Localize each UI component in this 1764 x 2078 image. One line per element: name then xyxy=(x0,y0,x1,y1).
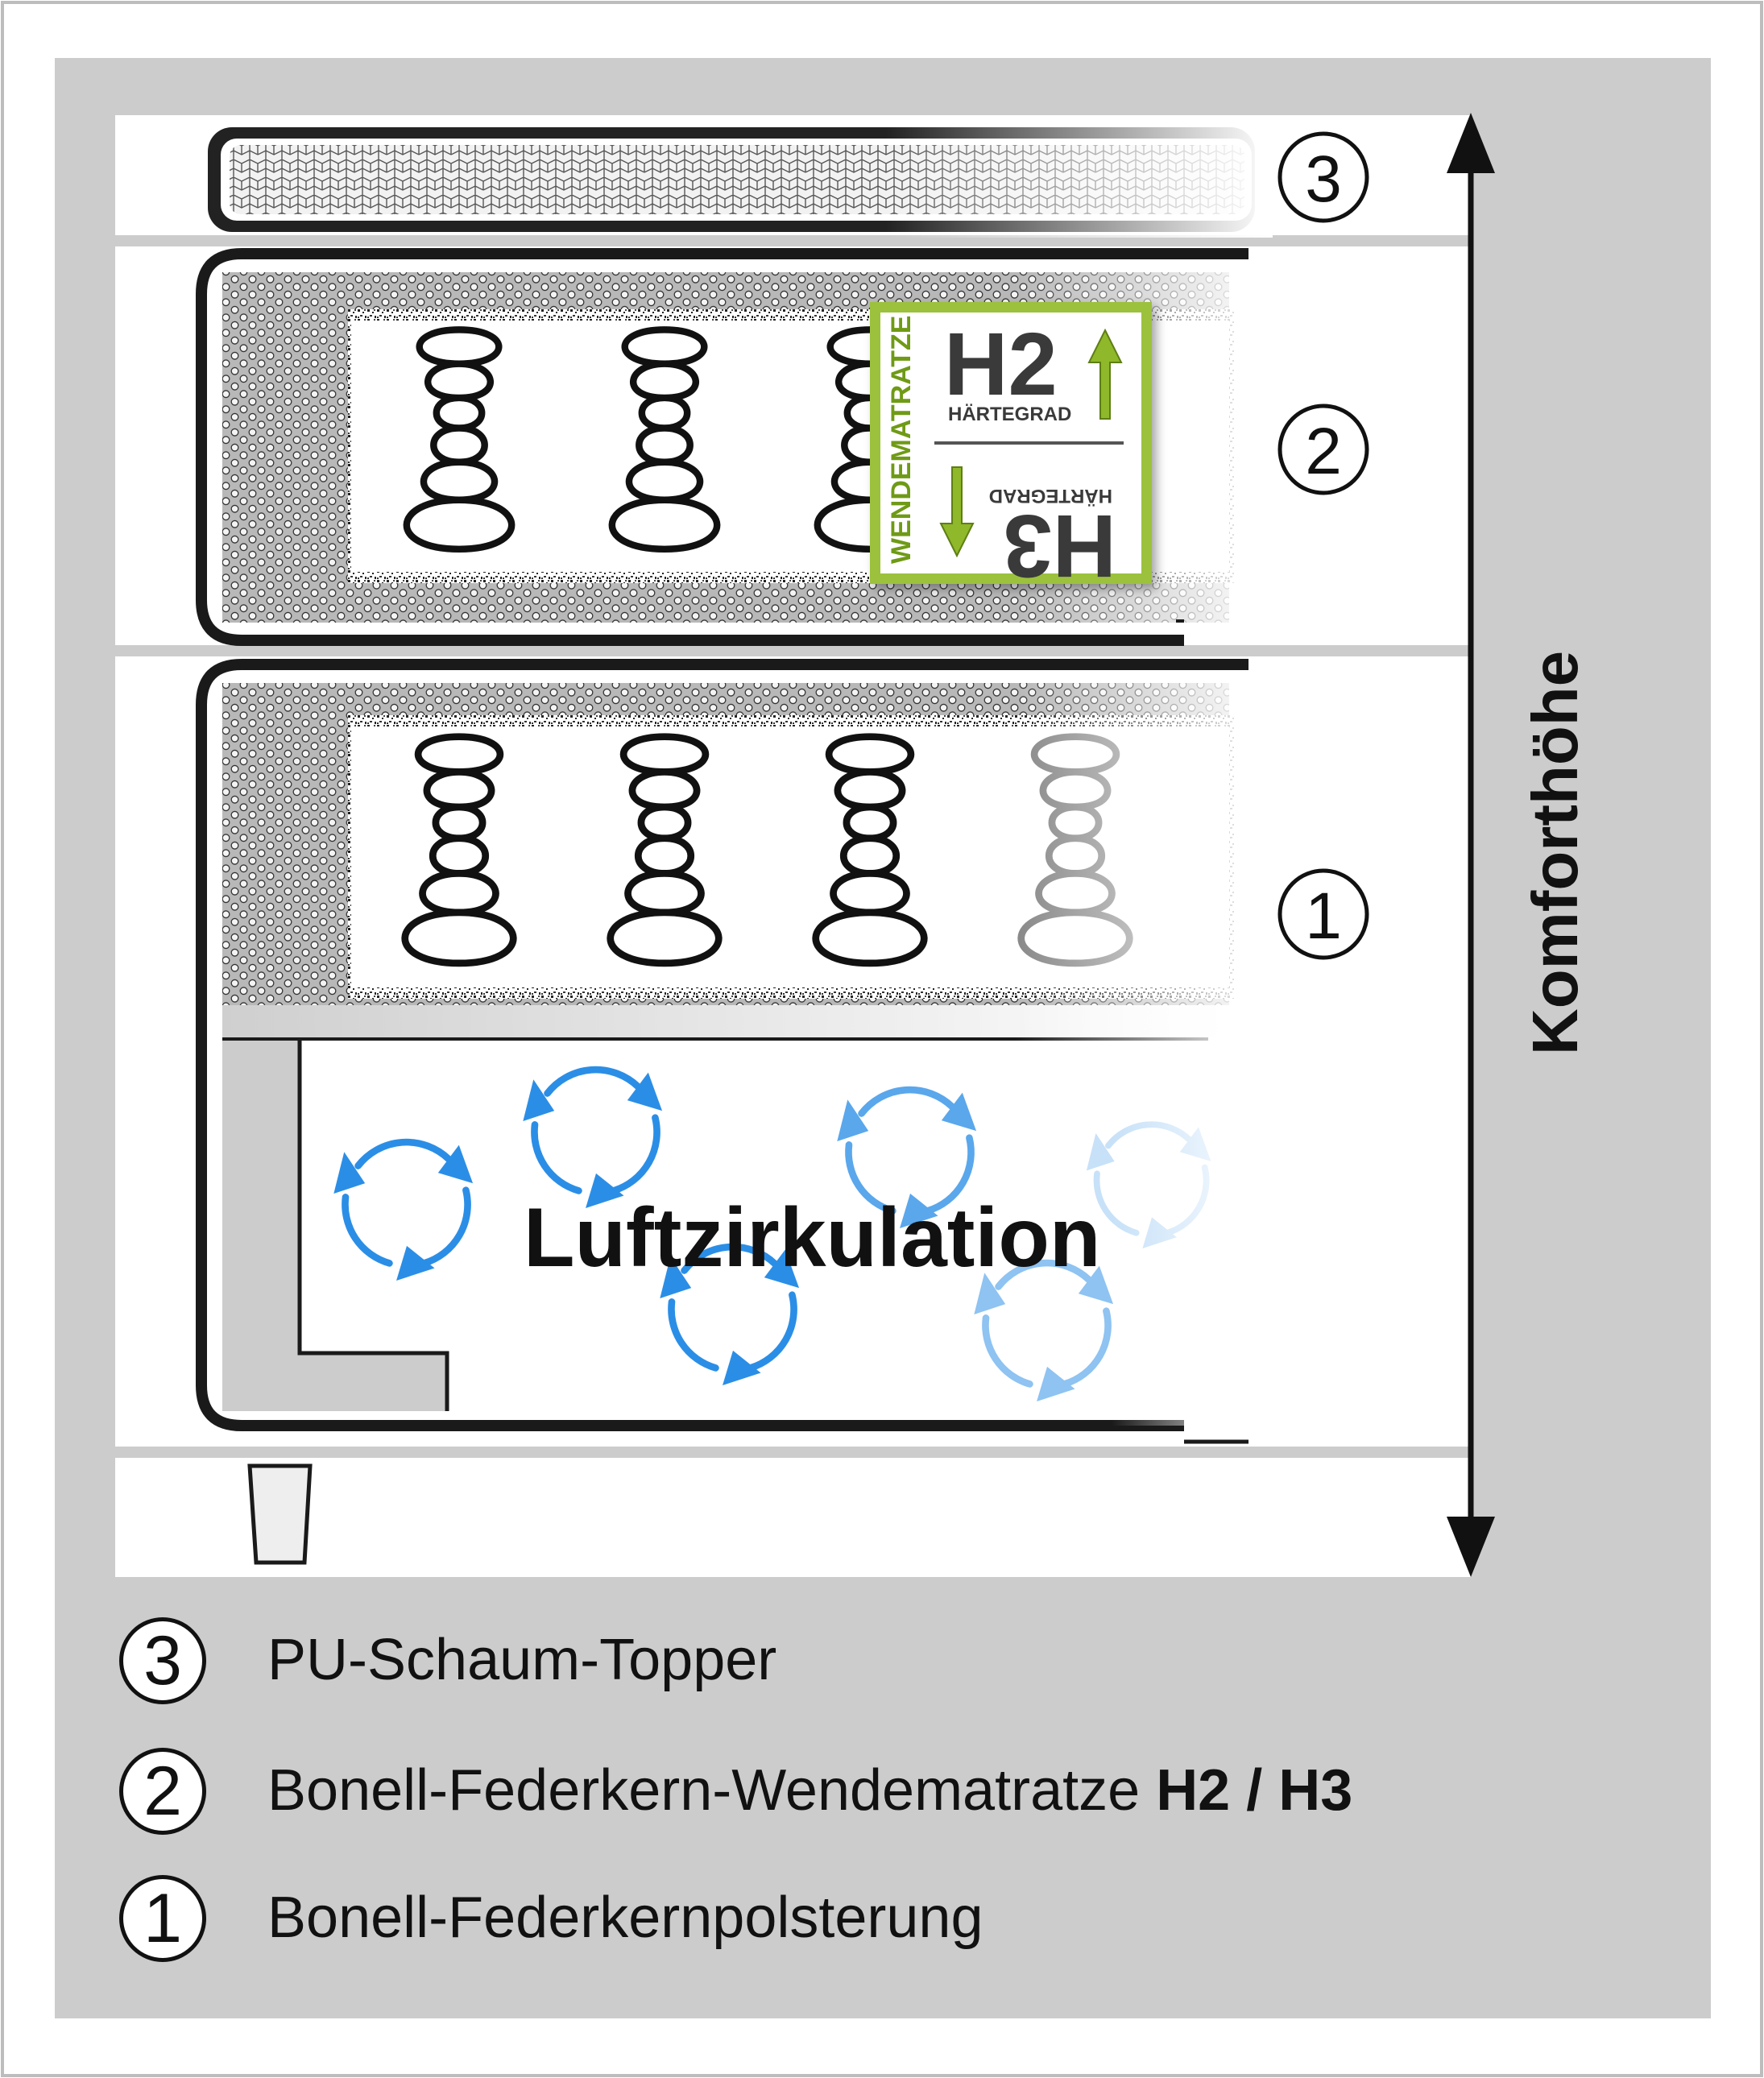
svg-text:2: 2 xyxy=(1305,415,1342,488)
legend-label: Bonell-Federkernpolsterung xyxy=(267,1883,983,1952)
badge-bottom-grade: H3 xyxy=(1003,496,1116,595)
separator-line xyxy=(115,645,1471,656)
legend-label-suffix: H2 / H3 xyxy=(1156,1758,1353,1823)
legend-item: 3 PU-Schaum-Topper xyxy=(113,1611,1643,1716)
diagram-number-1: 1 xyxy=(1277,868,1369,960)
badge-bottom-caption: HÄRTEGRAD xyxy=(989,485,1112,507)
legend-item: 1 Bonell-Federkernpolsterung xyxy=(113,1869,1643,1973)
legend-label: Bonell-Federkern-Wendematratze H2 / H3 xyxy=(267,1756,1352,1825)
axis-label: Komforthöhe xyxy=(1519,651,1591,1055)
separator-line xyxy=(115,1447,1471,1458)
legend-label-name: Bonell-Federkernpolsterung xyxy=(267,1886,983,1950)
separator-line xyxy=(115,235,1471,246)
topper-layer xyxy=(208,121,1273,238)
badge-top-caption: HÄRTEGRAD xyxy=(948,404,1071,425)
legend-item: 2 Bonell-Federkern-Wendematratze H2 / H3 xyxy=(113,1741,1643,1846)
svg-text:1: 1 xyxy=(1305,880,1342,953)
legend-number: 2 xyxy=(119,1748,206,1835)
legend-number: 3 xyxy=(119,1617,206,1704)
up-down-arrow-icon xyxy=(1447,113,1495,1577)
badge-top-grade: H2 xyxy=(944,315,1058,414)
legend-label-name: Bonell-Federkern-Wendematratze xyxy=(267,1758,1141,1823)
legend-label: PU-Schaum-Topper xyxy=(267,1625,776,1695)
badge-side-label: WENDEMATRATZE xyxy=(886,316,917,564)
bed-leg xyxy=(247,1463,313,1565)
diagram-number-3: 3 xyxy=(1277,131,1369,223)
diagram-number-2: 2 xyxy=(1277,404,1369,495)
down-arrow-icon xyxy=(939,466,975,558)
circulation-arrows xyxy=(333,1047,1273,1426)
up-arrow-icon xyxy=(1087,328,1123,420)
legend-number: 1 xyxy=(119,1875,206,1962)
airflow-label: Luftzirkulation xyxy=(524,1191,1100,1285)
svg-text:3: 3 xyxy=(1305,143,1342,216)
legend-label-name: PU-Schaum-Topper xyxy=(267,1628,777,1692)
